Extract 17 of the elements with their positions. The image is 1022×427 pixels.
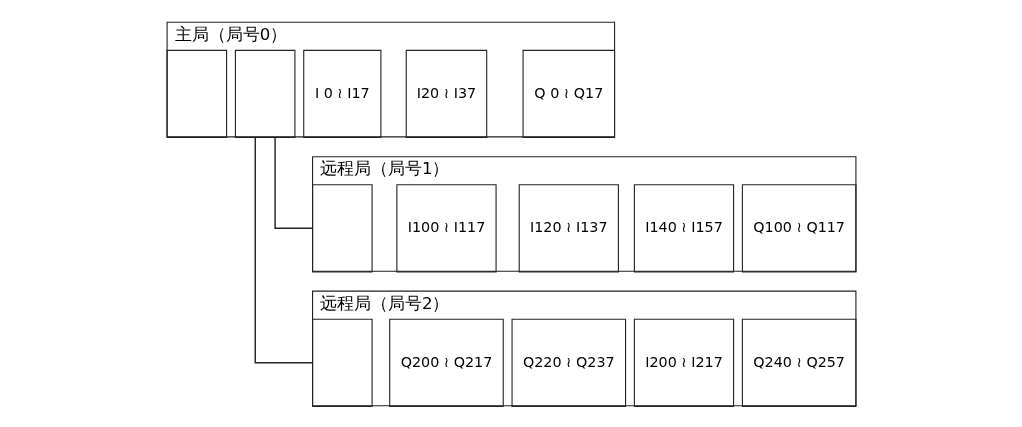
node-box: I100 ≀ I117 [395, 183, 497, 272]
node-box: I 0 ≀ I17 [302, 49, 381, 138]
node-box: I140 ≀ I157 [633, 183, 734, 272]
node-box [234, 49, 295, 138]
node-box: Q220 ≀ Q237 [511, 318, 626, 407]
node-box: Q200 ≀ Q217 [388, 318, 504, 407]
node-box: Q240 ≀ Q257 [741, 318, 856, 407]
node-box: I200 ≀ I217 [633, 318, 734, 407]
node-box: I20 ≀ I37 [405, 49, 487, 138]
node-box [311, 318, 373, 407]
node-box [166, 49, 227, 138]
connector [254, 136, 313, 363]
connector [273, 136, 313, 229]
node-box: Q100 ≀ Q117 [741, 183, 856, 272]
node-box: Q 0 ≀ Q17 [522, 49, 615, 138]
node-box [311, 183, 373, 272]
node-box: I120 ≀ I137 [518, 183, 619, 272]
